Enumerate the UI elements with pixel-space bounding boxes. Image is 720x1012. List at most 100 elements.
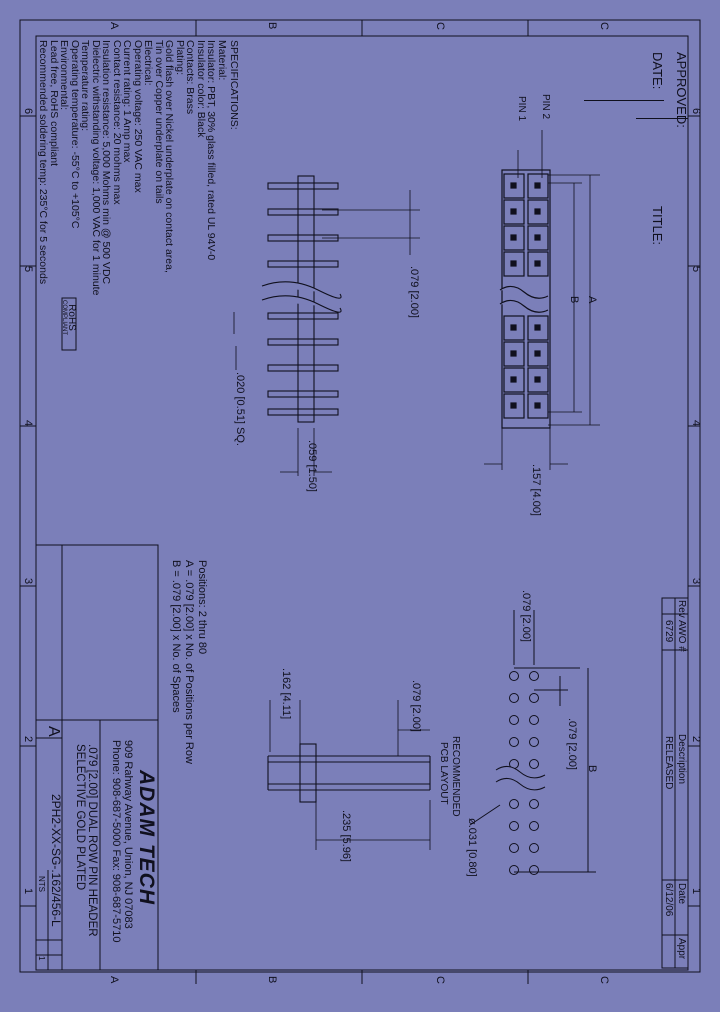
positions-note: Positions: 2 thru 80 A = .079 [2.00] x N… bbox=[169, 560, 208, 764]
spec-line: Tin over Copper underplate on tails bbox=[153, 40, 165, 204]
zone-label: 6 bbox=[22, 108, 34, 115]
company-address: 909 Rahway Avenue, Union, NJ 07083 bbox=[122, 740, 134, 929]
zone-label: 5 bbox=[690, 266, 702, 273]
pin-size-label: .020 [0.51] SQ. bbox=[234, 372, 246, 446]
position-cell bbox=[527, 315, 549, 341]
pin-square bbox=[510, 182, 517, 189]
hole-dia-label: ø.031 [0.80] bbox=[466, 818, 478, 877]
pcb-hole bbox=[509, 821, 519, 831]
zone-label: 4 bbox=[690, 420, 702, 427]
pin-side bbox=[267, 338, 339, 346]
pcb-hole bbox=[529, 737, 539, 747]
company-phone: Phone: 908-687-5000 Fax: 908-687-5710 bbox=[110, 740, 122, 943]
position-cell bbox=[527, 173, 549, 199]
pin-side bbox=[267, 208, 339, 216]
title-label: TITLE: bbox=[650, 206, 665, 246]
zone-label: A bbox=[108, 976, 120, 984]
part-number: 2PH2-XX-SG-.162/456-L bbox=[49, 794, 63, 927]
pin-square bbox=[534, 324, 541, 331]
spec-line: Insulation resistance: 5,000 Mohms min @… bbox=[100, 40, 113, 285]
pin-square bbox=[510, 324, 517, 331]
header-top-view bbox=[499, 169, 551, 429]
pcb-hole bbox=[509, 737, 519, 747]
spec-line: Operating voltage: 250 VAC max bbox=[132, 40, 144, 193]
specifications-heading: SPECIFICATIONS: bbox=[228, 40, 240, 130]
description-header: Description bbox=[676, 734, 687, 785]
date-value: 6/12/06 bbox=[663, 883, 674, 917]
zone-label: 6 bbox=[690, 108, 702, 115]
header-side-view bbox=[261, 175, 342, 423]
zone-label: C bbox=[598, 22, 610, 30]
zone-label: C bbox=[434, 22, 446, 30]
awo-header: AWO # bbox=[676, 620, 687, 652]
body-width-label: .157 [4.00] bbox=[530, 464, 542, 516]
pin-square bbox=[534, 350, 541, 357]
pin-side bbox=[267, 312, 339, 320]
zone-label: C bbox=[434, 976, 446, 984]
position-cell bbox=[527, 199, 549, 225]
pcb-hole bbox=[529, 671, 539, 681]
position-cell bbox=[527, 367, 549, 393]
position-cell bbox=[503, 199, 525, 225]
zone-label: B bbox=[266, 976, 278, 984]
scale-value: NTS bbox=[37, 876, 46, 892]
rohs-badge: RoHS COMPLIANT bbox=[60, 300, 77, 336]
zone-label: 3 bbox=[22, 578, 34, 585]
zone-label: 2 bbox=[22, 736, 34, 743]
spec-line: Lead free, RoHS compliant bbox=[48, 40, 60, 167]
pcb-hole bbox=[509, 693, 519, 703]
spec-line: Environmental: bbox=[58, 40, 71, 111]
pin2-label: PIN 2 bbox=[540, 94, 551, 120]
rev-header: Rev bbox=[676, 600, 687, 618]
pin-square bbox=[510, 350, 517, 357]
zone-label: 1 bbox=[690, 888, 702, 895]
position-cell bbox=[503, 341, 525, 367]
pin-side bbox=[267, 390, 339, 398]
title-block-lines bbox=[35, 297, 159, 971]
tail-length-label: .235 [5.96] bbox=[340, 810, 352, 862]
spec-line: Recommended soldering temp: 235°C for 5 … bbox=[37, 40, 50, 285]
spec-line: Gold flash over Nickel underplate on con… bbox=[163, 40, 176, 273]
pitch-label: .079 [2.00] bbox=[408, 266, 420, 318]
position-cell bbox=[503, 393, 525, 419]
spec-line: Dielectric withstanding voltage: 1,000 V… bbox=[90, 40, 102, 296]
position-cell bbox=[527, 225, 549, 251]
pin-square bbox=[534, 182, 541, 189]
zone-label: 1 bbox=[22, 888, 34, 895]
pin-side bbox=[267, 260, 339, 268]
pin-square bbox=[510, 208, 517, 215]
rohs-badge-line2: COMPLIANT bbox=[61, 300, 67, 336]
spec-line: Temperature rating: bbox=[79, 40, 92, 132]
position-cell bbox=[503, 251, 525, 277]
pcb-hole bbox=[529, 821, 539, 831]
spec-line: Plating: bbox=[174, 40, 186, 76]
positions-line1: Positions: 2 thru 80 bbox=[196, 560, 208, 655]
zone-label: C bbox=[598, 976, 610, 984]
pcb-hole bbox=[509, 799, 519, 809]
sheet-number: 1 bbox=[37, 956, 46, 961]
pin-side bbox=[267, 408, 339, 416]
pcb-hole bbox=[509, 715, 519, 725]
specifications-block: SPECIFICATIONS: Material:Insulator: PBT,… bbox=[37, 40, 241, 296]
end-view-dimensions bbox=[269, 700, 431, 850]
position-cell bbox=[503, 225, 525, 251]
positions-line2: A = .079 [2.00] x No. of Positions per R… bbox=[183, 560, 195, 764]
zone-label: 5 bbox=[22, 266, 34, 273]
pin-square bbox=[534, 234, 541, 241]
pcb-pitch-row-label: .079 [2.00] bbox=[520, 590, 532, 642]
spec-line: Contact resistance: 20 mohms max bbox=[111, 40, 123, 205]
appr-header: Appr bbox=[676, 938, 687, 960]
pcb-layout-label-1: RECOMMENDED bbox=[450, 736, 461, 817]
revision-block-lines bbox=[661, 597, 689, 969]
pcb-dim-b-label: B bbox=[586, 765, 598, 773]
pcb-pitch-col-label: .079 [2.00] bbox=[566, 718, 578, 770]
size-value: A bbox=[45, 726, 62, 737]
pin-square bbox=[534, 376, 541, 383]
dim-b-label: B bbox=[568, 296, 580, 304]
zone-ticks bbox=[20, 20, 700, 984]
spec-line: Contacts: Brass bbox=[184, 40, 197, 115]
spec-line: Insulator color: Black bbox=[195, 40, 207, 138]
pin-square bbox=[510, 260, 517, 267]
date-line bbox=[584, 100, 664, 101]
position-cell bbox=[503, 173, 525, 199]
